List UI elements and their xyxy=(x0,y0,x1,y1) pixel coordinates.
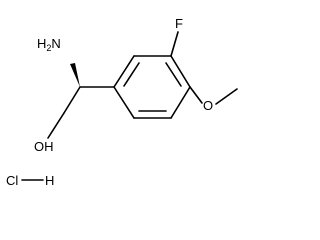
salt-hydrogen-label: H xyxy=(45,173,55,188)
ring-double-inner-1 xyxy=(123,62,140,87)
ring-bond-3 xyxy=(170,55,191,88)
ring-bond-6 xyxy=(113,86,135,119)
bond-ch2-to-oh xyxy=(47,112,65,139)
chlorine-label: Cl xyxy=(6,173,19,188)
ether-oxygen-label: O xyxy=(203,98,214,113)
bond-drawing xyxy=(21,31,238,181)
fluorine-label: F xyxy=(175,16,183,31)
bond-ring-to-fluorine xyxy=(170,31,179,57)
amine-label: H2N xyxy=(37,37,61,53)
bond-ring-to-oxygen xyxy=(189,86,203,104)
ring-bond-1 xyxy=(113,55,135,88)
bond-chiral-to-ch2 xyxy=(63,86,81,114)
structure-canvas: H2N F O OH Cl H xyxy=(6,16,238,188)
wedge-bond-amine xyxy=(70,63,80,87)
hydroxyl-label: OH xyxy=(34,139,54,154)
ring-double-inner-2 xyxy=(165,62,182,87)
amine-subscript: 2 xyxy=(46,43,52,53)
bond-oxygen-to-methyl xyxy=(215,88,238,105)
amine-n: N xyxy=(51,36,61,51)
ring-bond-4 xyxy=(170,86,191,119)
amine-h: H xyxy=(37,36,47,51)
